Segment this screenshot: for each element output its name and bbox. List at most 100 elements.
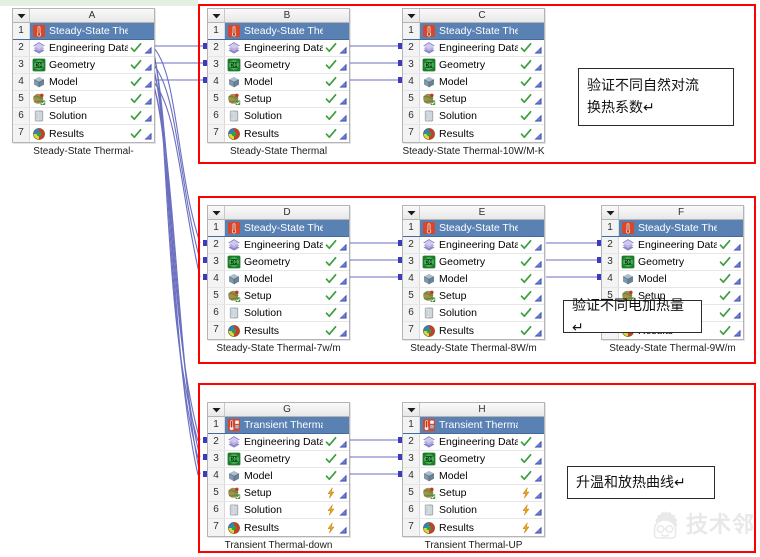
cell-resize-grip[interactable] [339,91,349,107]
cell-resize-grip[interactable] [144,57,154,73]
cell-resize-grip[interactable] [534,125,544,142]
cell-resize-grip[interactable] [733,305,743,321]
cell-resize-grip[interactable] [733,254,743,270]
cell-resize-grip[interactable] [339,288,349,304]
cell-resize-grip[interactable] [144,108,154,124]
cell-resize-grip[interactable] [144,74,154,90]
cell-resize-grip[interactable] [339,519,349,536]
cell-resize-grip[interactable] [339,254,349,270]
cell-resize-grip[interactable] [339,125,349,142]
cell-resize-grip[interactable] [144,91,154,107]
cell-resize-grip[interactable] [534,519,544,536]
cell-resize-grip[interactable] [534,91,544,107]
cell-resize-grip[interactable] [339,485,349,501]
cell-resize-grip[interactable] [534,57,544,73]
cell-resize-grip[interactable] [339,108,349,124]
cell-resize-grip[interactable] [534,288,544,304]
cell-resize-grip[interactable] [339,451,349,467]
cell-resize-grip[interactable] [733,288,743,304]
cell-resize-grip[interactable] [339,74,349,90]
cell-resize-grip[interactable] [534,468,544,484]
cell-resize-grip[interactable] [534,74,544,90]
chevron-down-icon[interactable] [208,403,225,416]
cell-resize-grip[interactable] [733,271,743,287]
cell-resize-grip[interactable] [339,40,349,56]
cell-resize-grip[interactable] [534,322,544,339]
chevron-down-icon[interactable] [13,9,30,22]
cell-resize-grip[interactable] [534,502,544,518]
cell-resize-grip[interactable] [534,305,544,321]
cell-resize-grip[interactable] [534,271,544,287]
cell-resize-grip[interactable] [534,108,544,124]
cell-resize-grip[interactable] [339,271,349,287]
cell-resize-grip[interactable] [534,434,544,450]
chevron-down-icon[interactable] [208,206,225,219]
chevron-down-icon[interactable] [403,9,420,22]
cell-resize-grip[interactable] [339,434,349,450]
cell-resize-grip[interactable] [733,237,743,253]
cell-resize-grip[interactable] [534,237,544,253]
cell-resize-grip[interactable] [733,322,743,339]
cell-resize-grip[interactable] [339,57,349,73]
chevron-down-icon[interactable] [403,403,420,416]
cell-resize-grip[interactable] [534,40,544,56]
chevron-down-icon[interactable] [403,206,420,219]
chevron-down-icon[interactable] [602,206,619,219]
cell-resize-grip[interactable] [534,451,544,467]
cell-resize-grip[interactable] [339,322,349,339]
cell-resize-grip[interactable] [339,468,349,484]
cell-resize-grip[interactable] [339,237,349,253]
cell-resize-grip[interactable] [534,485,544,501]
